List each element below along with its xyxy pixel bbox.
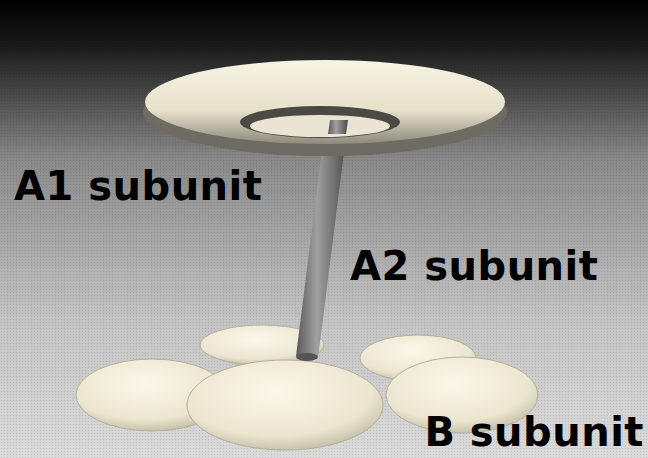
label-holder: B subunit — [424, 412, 644, 452]
part-label: A2 subunit — [350, 243, 598, 289]
part-label: B subunit — [424, 409, 644, 455]
rod-end — [296, 353, 318, 361]
part-label: A1 subunit — [14, 163, 262, 209]
a1-torus — [143, 60, 507, 156]
label-holder: A2 subunit — [350, 246, 598, 286]
label-holder: A1 subunit — [14, 166, 262, 206]
